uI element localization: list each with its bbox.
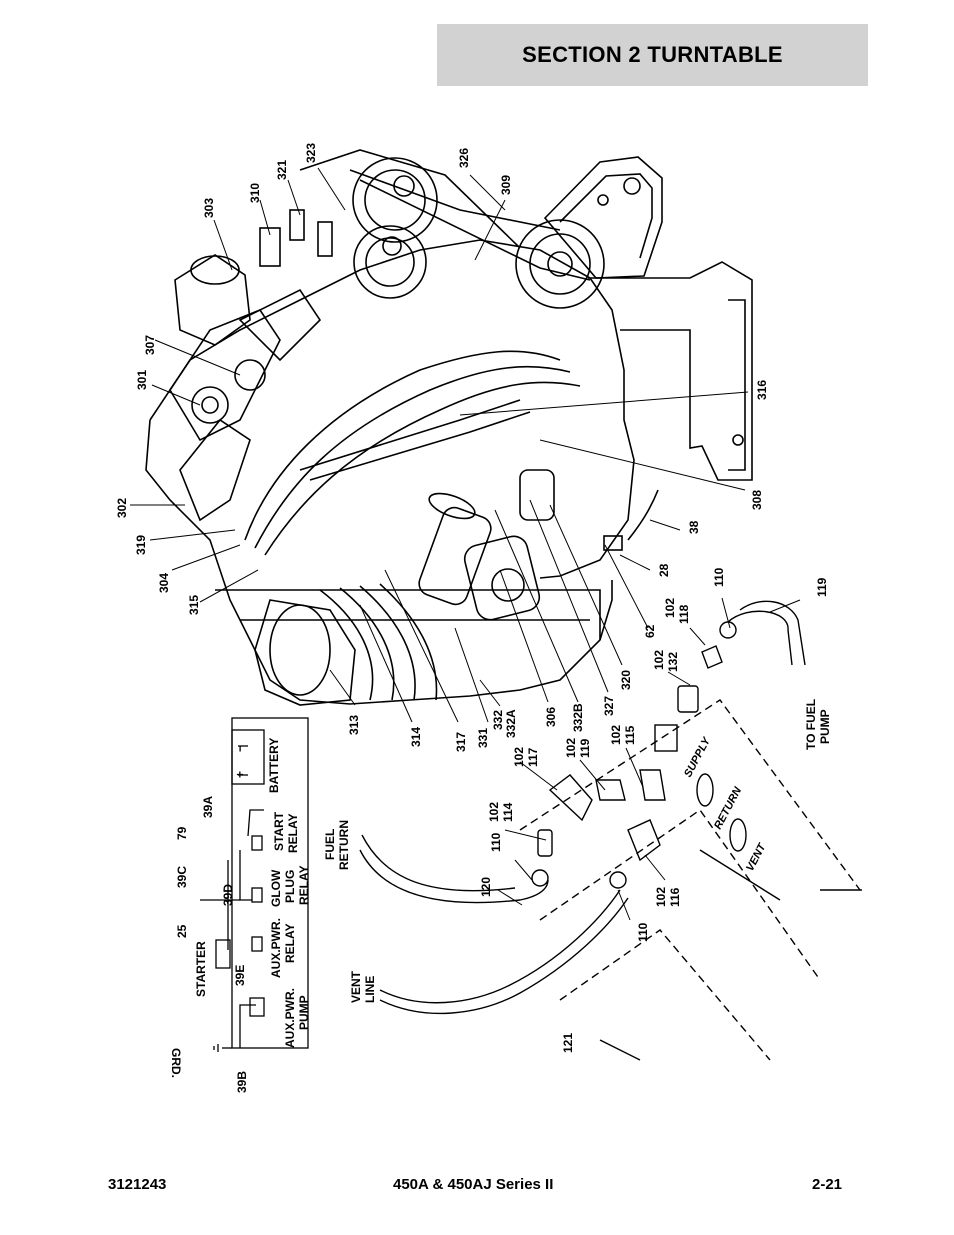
callout-326: 326 [457,148,471,168]
footer-doc-number: 3121243 [108,1176,167,1193]
start-relay-label-1: START [272,811,286,851]
callout-306: 306 [544,707,558,727]
vent-label: VENT [744,841,769,874]
wire-39E: 39E [233,965,247,986]
callout-307: 307 [143,335,157,355]
section-header: SECTION 2 TURNTABLE [437,24,868,86]
battery-symbol [231,729,265,785]
callout-102-116: 102 [654,887,668,907]
vent-line-label-1: VENT [349,970,363,1003]
fuel-return-label-2: RETURN [337,820,351,870]
part-callouts: 323 326 309 321 310 303 307 301 302 319 … [115,143,829,1053]
callout-316: 316 [755,380,769,400]
callout-321: 321 [275,160,289,180]
to-fuel-pump-label-1: TO FUEL [804,699,818,750]
return-label: RETURN [712,784,745,831]
footer-page-number: 2-21 [812,1176,843,1193]
callout-110-low: 110 [636,922,650,942]
battery-minus-sign: − [233,745,247,752]
callout-302: 302 [115,498,129,518]
callout-110-mid: 110 [489,832,503,852]
battery-label: BATTERY [267,738,281,793]
wire-39D: 39D [221,884,235,906]
start-relay-label-2: RELAY [286,813,300,853]
glow-plug-relay-symbol [251,887,263,903]
supply-label: SUPPLY [682,734,714,779]
aux-pwr-pump-label-2: PUMP [297,995,311,1030]
callout-310: 310 [248,183,262,203]
glow-plug-label-2: PLUG [283,870,297,903]
section-title: SECTION 2 TURNTABLE [522,42,783,67]
callout-118: 118 [677,604,691,624]
callout-102-132: 102 [652,650,666,670]
callout-327: 327 [602,696,616,716]
fuel-lines [359,600,862,1061]
aux-pwr-pump-label-1: AUX.PWR. [283,988,297,1048]
callout-114: 114 [501,802,515,822]
start-relay-symbol [251,835,263,851]
aux-pwr-relay-label-2: RELAY [283,923,297,963]
callout-315: 315 [187,595,201,615]
callout-38: 38 [687,520,701,534]
callout-313: 313 [347,715,361,735]
callout-116: 116 [668,887,682,907]
glow-plug-label-3: RELAY [297,865,311,905]
battery-plus-sign: + [233,771,247,778]
glow-plug-label-1: GLOW [269,869,283,907]
aux-pwr-relay-label-1: AUX.PWR. [269,918,283,978]
wire-39A: 39A [201,796,215,818]
fuel-return-label-1: FUEL [323,829,337,860]
callout-102-118: 102 [663,598,677,618]
callout-331: 331 [476,728,490,748]
wire-39B: 39B [235,1071,249,1093]
aux-pwr-pump-symbol [249,997,265,1017]
callout-121: 121 [561,1033,575,1053]
callout-110-top: 110 [712,567,726,587]
wire-39C: 39C [175,866,189,888]
wire-25: 25 [175,924,189,938]
wiring-labels: + − BATTERY START RELAY GLOW PLUG RELAY … [169,738,311,1093]
callout-304: 304 [157,573,171,593]
callout-117: 117 [526,747,540,767]
callout-119: 119 [815,577,829,597]
wiring-schematic [200,717,309,1052]
aux-pwr-relay-symbol [251,936,263,952]
callout-303: 303 [202,198,216,218]
callout-319: 319 [134,535,148,555]
callout-132: 132 [666,652,680,672]
wire-79: 79 [175,826,189,840]
callout-301: 301 [135,370,149,390]
engine-illustration [145,149,753,706]
starter-label: STARTER [194,941,208,997]
callout-320: 320 [619,670,633,690]
callout-120: 120 [479,877,493,897]
callout-323: 323 [304,143,318,163]
callout-102-115: 102 [609,725,623,745]
footer-model: 450A & 450AJ Series II [393,1176,554,1193]
callout-102-114: 102 [487,802,501,822]
callout-102-117: 102 [512,747,526,767]
callout-62: 62 [643,624,657,638]
starter-symbol [215,939,231,969]
ground-label: GRD. [169,1048,183,1078]
to-fuel-pump-label-2: PUMP [818,709,832,744]
callout-leader-lines [130,167,801,921]
callout-308: 308 [750,490,764,510]
callout-102-119: 102 [564,738,578,758]
callout-332: 332 [491,710,505,730]
callout-309: 309 [499,175,513,195]
callout-332A: 332A [504,709,518,738]
callout-119-b: 119 [578,738,592,758]
callout-332B: 332B [571,703,585,732]
callout-115: 115 [623,725,637,745]
callout-28: 28 [657,563,671,577]
vent-line-label-2: LINE [363,976,377,1003]
callout-314: 314 [409,727,423,747]
callout-317: 317 [454,732,468,752]
